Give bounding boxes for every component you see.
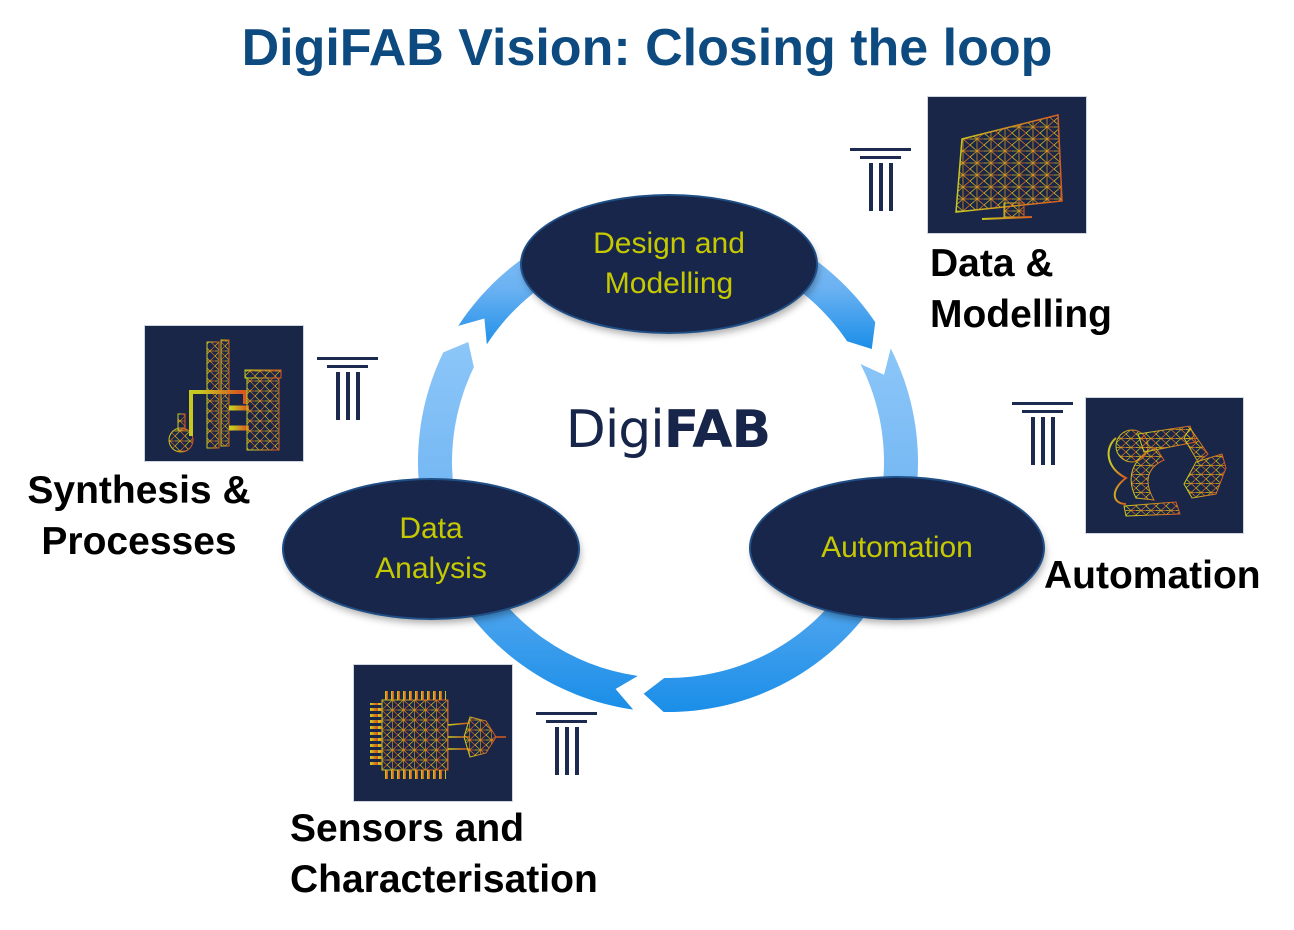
pillar-label-data-modelling: Data & Modelling	[930, 238, 1112, 340]
pillar-icon	[536, 712, 597, 775]
node-label-line: Analysis	[375, 552, 487, 585]
label-line: Data &	[930, 242, 1054, 285]
node-label-line: Data	[399, 512, 463, 545]
label-line: Sensors and	[290, 807, 525, 850]
chemical-plant-mesh-icon	[145, 326, 303, 461]
pillar-icon	[317, 357, 378, 420]
label-line: Processes	[41, 520, 237, 563]
slide-title: DigiFAB Vision: Closing the loop	[241, 19, 1053, 77]
label-line: Synthesis &	[27, 469, 251, 512]
pillar-label-sensors: Sensors and Characterisation	[290, 803, 598, 905]
cycle-arrow-segment	[418, 341, 638, 710]
cycle-arrow-segment	[643, 348, 919, 712]
pillar-label-synthesis: Synthesis & Processes	[16, 465, 262, 567]
pillar-label-automation: Automation	[1044, 550, 1261, 601]
pillar-icon	[1012, 402, 1073, 465]
digifab-logo: DigiFAB	[540, 400, 796, 460]
node-label-line: Modelling	[604, 267, 734, 300]
pillar-icon	[850, 148, 911, 211]
label-line: Modelling	[930, 293, 1112, 336]
robot-arm-mesh-icon	[1086, 398, 1243, 533]
node-label-line: Automation	[821, 531, 973, 564]
node-label-line: Design and	[593, 227, 745, 260]
logo-light-text: Digi	[565, 400, 665, 460]
label-line: Characterisation	[290, 858, 598, 901]
node-automation: Automation	[751, 478, 1043, 618]
label-line: Automation	[1044, 554, 1261, 597]
chip-sensor-mesh-icon	[354, 665, 512, 801]
monitor-mesh-icon	[928, 97, 1086, 233]
logo-bold-text: FAB	[663, 400, 771, 460]
